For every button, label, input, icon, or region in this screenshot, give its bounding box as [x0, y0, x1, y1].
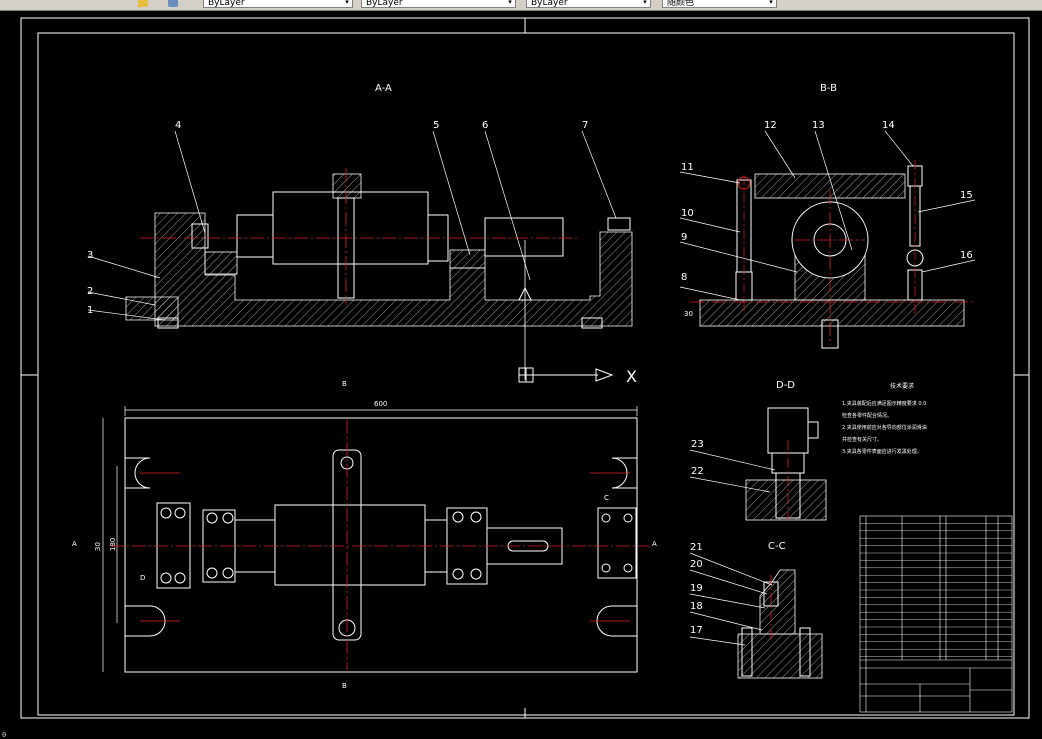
- coordinate-axis: X: [518, 367, 637, 386]
- balloon-19: 19: [690, 583, 703, 594]
- section-b-top: B: [342, 380, 347, 388]
- section-a-right: A: [652, 540, 657, 548]
- layer-stack-icon[interactable]: [168, 0, 178, 7]
- bom-table: [860, 523, 1012, 657]
- plotstyle-control[interactable]: 随颜色 ▾: [662, 0, 777, 8]
- section-bb-drawing: [690, 160, 975, 349]
- dim-h2: 180: [109, 538, 117, 551]
- chevron-down-icon: ▾: [643, 0, 647, 6]
- balloon-12: 12: [764, 120, 777, 131]
- balloon-9: 9: [681, 232, 687, 243]
- balloon-4: 4: [175, 120, 181, 131]
- chevron-down-icon: ▾: [345, 0, 349, 6]
- section-cc-drawing: 17 18 19 20 21: [689, 542, 823, 679]
- balloon-21: 21: [690, 542, 703, 553]
- section-aa-drawing: [125, 168, 633, 380]
- view-title-dd: D-D: [776, 380, 795, 391]
- balloon-2: 2: [87, 286, 93, 297]
- balloon-17: 17: [690, 625, 703, 636]
- layer-control-label: ByLayer: [208, 0, 245, 8]
- drawing-canvas[interactable]: A-A X 1 2 3 4: [0, 10, 1042, 732]
- balloon-14: 14: [882, 120, 895, 131]
- lineweight-control[interactable]: ByLayer ▾: [526, 0, 651, 8]
- tech-line-3: 2.夹具使用前应对各导向部位涂润滑油: [842, 424, 927, 431]
- section-b-bottom: B: [342, 682, 347, 690]
- balloon-10: 10: [681, 208, 694, 219]
- tech-line-4: 并检查有关尺寸。: [842, 436, 882, 443]
- balloon-1: 1: [87, 305, 93, 316]
- view-title-cc: C-C: [768, 541, 786, 552]
- tech-line-1: 1.夹具装配后应满足图示精度要求 0.0: [842, 400, 926, 407]
- section-c: C: [604, 494, 609, 502]
- balloon-3: 3: [87, 250, 93, 261]
- balloon-5: 5: [433, 120, 439, 131]
- axis-x-label: X: [626, 367, 637, 386]
- chevron-down-icon: ▾: [508, 0, 512, 6]
- linetype-control-label: ByLayer: [366, 0, 403, 8]
- dim-h1: 30: [94, 542, 102, 551]
- tech-line-2: 检查各零件配合情况。: [842, 412, 892, 419]
- balloon-11: 11: [681, 162, 694, 173]
- properties-toolbar: ByLayer ▾ ByLayer ▾ ByLayer ▾ 随颜色 ▾: [0, 0, 1042, 11]
- balloons-bb: 8 9 10 11 12 13 14 15 16 30: [679, 120, 976, 318]
- chevron-down-icon: ▾: [769, 0, 773, 6]
- balloon-6: 6: [482, 120, 488, 131]
- view-title-aa: A-A: [375, 83, 392, 94]
- section-dd-drawing: 23 22: [689, 407, 827, 521]
- tech-line-5: 3.夹具各零件表面应进行发黑处理。: [842, 448, 922, 455]
- status-bar: [0, 733, 1042, 738]
- balloon-8: 8: [681, 272, 687, 283]
- balloon-15: 15: [960, 190, 973, 201]
- section-a-left: A: [72, 540, 77, 548]
- dim-b: 30: [684, 310, 693, 318]
- dim-width: 600: [374, 400, 387, 408]
- lineweight-control-label: ByLayer: [531, 0, 568, 8]
- balloons-aa: 1 2 3 4 5 6 7: [87, 120, 617, 321]
- title-block: [859, 515, 1013, 713]
- tech-requirements: 技术要求 1.夹具装配后应满足图示精度要求 0.0 检查各零件配合情况。 2.夹…: [842, 382, 927, 455]
- coordinate-readout: 0: [2, 731, 7, 739]
- view-title-bb: B-B: [820, 83, 837, 94]
- balloon-7: 7: [582, 120, 588, 131]
- plotstyle-control-label: 随颜色: [667, 0, 695, 8]
- balloon-22: 22: [691, 466, 704, 477]
- layer-control[interactable]: ByLayer ▾: [203, 0, 353, 8]
- inner-border: [37, 32, 1015, 716]
- tech-title: 技术要求: [890, 382, 914, 390]
- linetype-control[interactable]: ByLayer ▾: [361, 0, 516, 8]
- layer-icon[interactable]: [138, 0, 148, 7]
- plan-view-drawing: 600 30 180: [72, 380, 657, 690]
- balloon-20: 20: [690, 559, 703, 570]
- section-d: D: [140, 574, 145, 582]
- balloon-18: 18: [690, 601, 703, 612]
- balloon-16: 16: [960, 250, 973, 261]
- balloon-23: 23: [691, 439, 704, 450]
- balloon-13: 13: [812, 120, 825, 131]
